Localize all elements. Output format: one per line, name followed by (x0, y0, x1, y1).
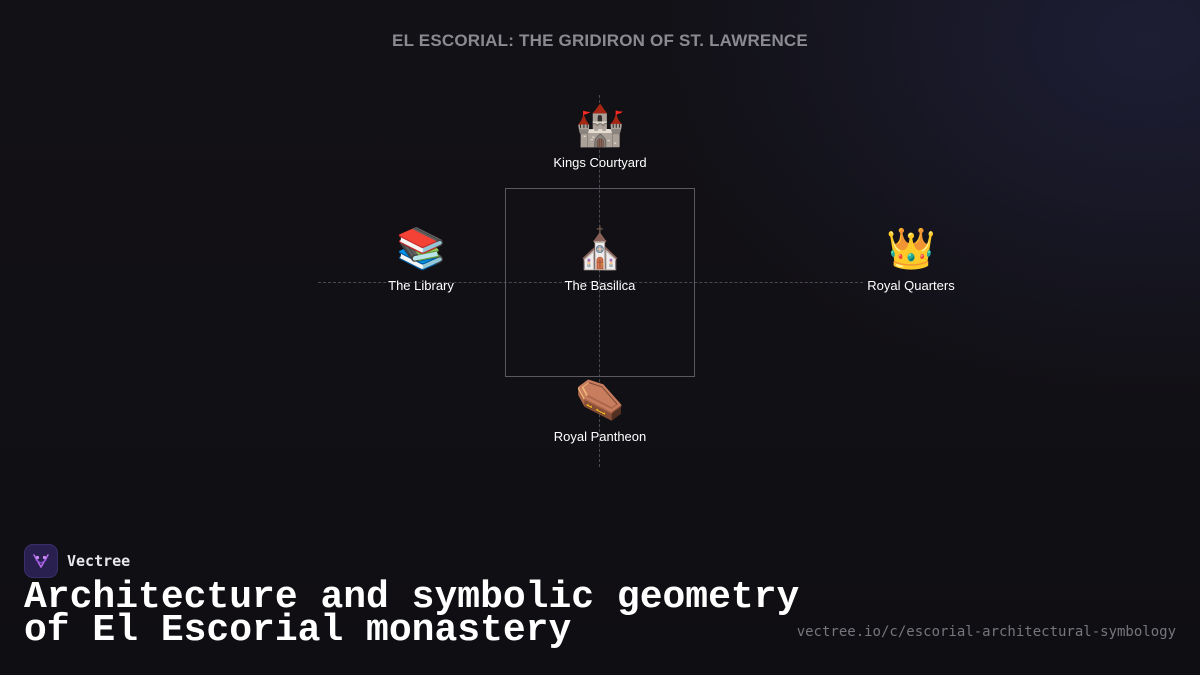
node-royal-quarters: 👑 Royal Quarters (831, 225, 991, 293)
page-headline: Architecture and symbolic geometry of El… (24, 576, 804, 652)
horizontal-axis-line (318, 282, 863, 283)
node-label: Royal Pantheon (553, 429, 647, 444)
node-the-library: 📚 The Library (341, 225, 501, 293)
books-icon: 📚 (396, 227, 446, 271)
center-square (505, 188, 695, 377)
node-the-basilica: ⛪ The Basilica (520, 225, 680, 293)
vectree-logo-icon (24, 544, 58, 578)
coffin-icon: ⚰️ (575, 378, 625, 422)
crown-icon: 👑 (886, 227, 936, 271)
headline-line-2: of El Escorial monastery (24, 609, 572, 652)
castle-icon: 🏰 (575, 104, 625, 148)
node-label: Kings Courtyard (553, 155, 647, 170)
node-royal-pantheon: ⚰️ Royal Pantheon (520, 376, 680, 444)
diagram-title: EL ESCORIAL: THE GRIDIRON OF ST. LAWRENC… (392, 31, 808, 50)
node-label: The Library (388, 278, 454, 293)
brand[interactable]: Vectree (24, 544, 130, 578)
node-label: Royal Quarters (867, 278, 955, 293)
church-icon: ⛪ (575, 227, 625, 271)
brand-name: Vectree (67, 552, 131, 570)
headline-line-1: Architecture and symbolic geometry (24, 576, 800, 619)
node-label: The Basilica (564, 278, 636, 293)
vertical-axis-line (599, 95, 600, 467)
node-kings-courtyard: 🏰 Kings Courtyard (520, 102, 680, 170)
page-url-link[interactable]: vectree.io/c/escorial-architectural-symb… (796, 624, 1176, 640)
